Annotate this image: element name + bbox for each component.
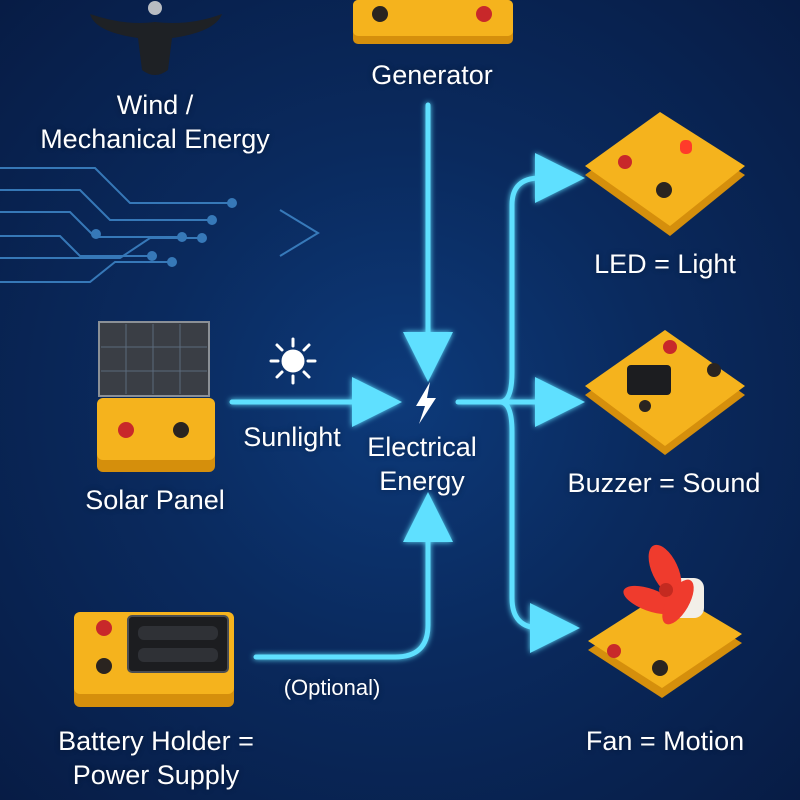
electrical-label-line1: Electrical: [367, 432, 477, 462]
buzzer-sound-label: Buzzer = Sound: [567, 468, 761, 498]
wind-turbine-hub: [90, 1, 222, 75]
arrow-battery-up: [253, 492, 453, 660]
sunlight-label: Sunlight: [243, 422, 341, 452]
electrical-label-line2: Energy: [379, 466, 465, 496]
generator-terminal-red: [476, 6, 492, 22]
buzzer-terminal-black: [707, 363, 721, 377]
fan-motion-label: Fan = Motion: [585, 726, 745, 756]
wind-label-line1: Wind /: [116, 90, 194, 120]
fan-board: [588, 544, 742, 698]
battery-terminal-red: [96, 620, 112, 636]
battery-terminal-black: [96, 658, 112, 674]
led-bulb: [680, 140, 692, 154]
circuit-traces: [0, 167, 320, 283]
generator-terminal-black: [372, 6, 388, 22]
buzzer-board: [585, 330, 745, 455]
solar-terminal-black: [173, 422, 189, 438]
wind-mechanical-energy-label: Wind / Mechanical Energy: [40, 88, 270, 156]
generator-label: Generator: [371, 60, 493, 90]
led-terminal-red: [618, 155, 632, 169]
wind-label-line2: Mechanical Energy: [40, 124, 270, 154]
battery-label-line1: Battery Holder =: [58, 726, 254, 756]
optional-label: (Optional): [283, 675, 381, 700]
fan-terminal-red: [607, 644, 621, 658]
arrow-to-fan: [497, 399, 580, 653]
fan-terminal-black: [652, 660, 668, 676]
fan-propeller: [623, 544, 694, 625]
battery-label-line2: Power Supply: [72, 760, 240, 790]
electrical-energy-label: Electrical Energy: [367, 430, 477, 498]
lightning-bolt-icon: [416, 382, 436, 424]
battery-holder-label: Battery Holder = Power Supply: [58, 724, 254, 792]
arrow-to-led: [497, 153, 585, 405]
flow-arrows: [229, 102, 585, 660]
buzzer-body: [627, 365, 671, 395]
solar-panel-label: Solar Panel: [85, 485, 225, 515]
led-board: [585, 112, 745, 236]
led-light-label: LED = Light: [594, 249, 736, 279]
solar-terminal-red: [118, 422, 134, 438]
solar-panel-board: [97, 321, 215, 472]
battery-holder-board: [74, 612, 234, 707]
sun-icon: [269, 337, 317, 385]
buzzer-terminal-red: [663, 340, 677, 354]
led-terminal-black: [656, 182, 672, 198]
generator-board: [353, 0, 513, 44]
